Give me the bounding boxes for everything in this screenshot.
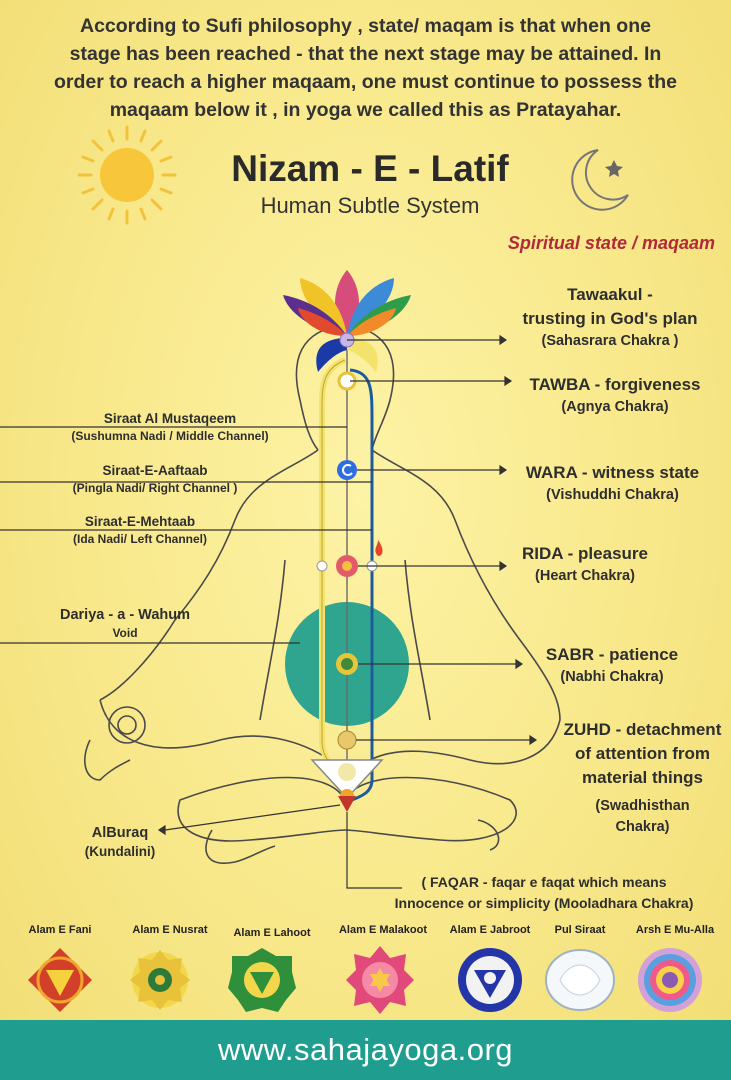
website-footer: www.sahajayoga.org xyxy=(0,1020,731,1080)
state-name: Tawaakul - xyxy=(567,285,653,304)
state-chakra: (Nabhi Chakra) xyxy=(560,669,664,685)
state-wara: WARA - witness state (Vishuddhi Chakra) xyxy=(505,461,720,506)
alam-label: Pul Siraat xyxy=(554,924,606,936)
state-detail: trusting in God's plan xyxy=(522,309,698,328)
sahasrara-lotus xyxy=(283,270,411,372)
channel-detail: (Ida Nadi/ Left Channel) xyxy=(72,532,207,546)
state-name: SABR - patience xyxy=(545,645,679,664)
state-faqar: ( FAQAR - faqar e faqat which means Inno… xyxy=(368,872,720,914)
kundalini-detail: (Kundalini) xyxy=(84,844,156,859)
alam-label: Alam E Nusrat xyxy=(132,924,208,936)
void-name: Dariya - a - Wahum xyxy=(60,607,190,623)
agnya-icon xyxy=(545,949,615,1011)
state-chakra-1: (Swadhisthan xyxy=(595,798,690,814)
intro-line-2: stage has been reached - that the next s… xyxy=(69,43,662,65)
alam-label: Alam E Lahoot xyxy=(233,927,311,939)
vishuddhi-icon xyxy=(458,948,522,1012)
kundalini-name: AlBuraq xyxy=(91,825,149,841)
alam-label: Alam E Jabroot xyxy=(449,924,531,936)
state-name: WARA - witness state xyxy=(525,463,700,482)
state-name: RIDA - pleasure xyxy=(522,544,648,563)
state-chakra: (Heart Chakra) xyxy=(535,568,635,584)
void-detail: Void xyxy=(112,626,138,640)
website-link[interactable]: www.sahajayoga.org xyxy=(217,1032,514,1067)
channel-pointer-lines xyxy=(0,426,372,644)
page-title: Nizam - E - Latif xyxy=(231,148,509,189)
channel-detail: (Sushumna Nadi / Middle Channel) xyxy=(71,429,269,443)
alam-label: Arsh E Mu-Alla xyxy=(635,924,715,936)
void-label: Dariya - a - Wahum Void xyxy=(45,606,205,642)
subtle-system-diagram xyxy=(0,125,702,1014)
channel-name: Siraat-E-Aaftaab xyxy=(102,463,208,478)
state-chakra-2: Chakra) xyxy=(615,819,670,835)
state-chakra: Innocence or simplicity (Mooladhara Chak… xyxy=(394,895,694,911)
crescent-moon-icon xyxy=(571,149,629,211)
state-chakra: (Agnya Chakra) xyxy=(561,399,669,415)
intro-line-1: According to Sufi philosophy , state/ ma… xyxy=(80,15,651,37)
state-chakra: (Vishuddhi Chakra) xyxy=(546,487,679,503)
kundalini-label: AlBuraq (Kundalini) xyxy=(70,824,170,860)
channel-detail: (Pingla Nadi/ Right Channel ) xyxy=(72,481,238,495)
channel-name: Siraat-E-Mehtaab xyxy=(84,514,196,529)
state-name: ( FAQAR - faqar e faqat which means xyxy=(421,874,667,890)
sahasrara-icon xyxy=(638,948,702,1012)
page-subtitle: Human Subtle System xyxy=(260,193,480,218)
state-detail-2: material things xyxy=(582,768,703,787)
state-sabr: SABR - patience (Nabhi Chakra) xyxy=(527,643,697,688)
alam-label: Alam E Fani xyxy=(28,924,92,936)
state-zuhd: ZUHD - detachment of attention from mate… xyxy=(560,718,725,838)
nabhi-icon xyxy=(228,948,296,1012)
mooladhara-icon xyxy=(28,948,92,1012)
meditating-figure xyxy=(84,324,561,864)
intro-text: According to Sufi philosophy , state/ ma… xyxy=(18,12,713,124)
chakra-markers xyxy=(310,371,384,812)
channel-siraat-e-aaftaab: Siraat-E-Aaftaab (Pingla Nadi/ Right Cha… xyxy=(25,461,285,497)
state-tawba: TAWBA - forgiveness (Agnya Chakra) xyxy=(510,373,720,418)
state-detail-1: of attention from xyxy=(574,744,711,763)
channel-name: Siraat Al Mustaqeem xyxy=(103,411,237,426)
spiritual-state-heading: Spiritual state / maqaam xyxy=(507,233,715,253)
state-name: TAWBA - forgiveness xyxy=(529,375,701,394)
state-pointer-lines xyxy=(157,334,538,889)
state-rida: RIDA - pleasure (Heart Chakra) xyxy=(500,542,670,587)
sun-icon xyxy=(77,125,177,225)
intro-line-4: maqaam below it , in yoga we called this… xyxy=(109,99,622,121)
state-tawaakul: Tawaakul - trusting in God's plan (Sahas… xyxy=(505,283,715,352)
state-chakra: (Sahasrara Chakra ) xyxy=(541,333,679,349)
swadhisthan-icon xyxy=(130,950,190,1010)
heart-chakra-icon xyxy=(346,946,414,1014)
channel-siraat-al-mustaqeem: Siraat Al Mustaqeem (Sushumna Nadi / Mid… xyxy=(40,409,300,445)
channel-siraat-e-mehtaab: Siraat-E-Mehtaab (Ida Nadi/ Left Channel… xyxy=(20,512,260,548)
state-name: ZUHD - detachment xyxy=(563,720,722,739)
alam-label: Alam E Malakoot xyxy=(338,924,428,936)
intro-line-3: order to reach a higher maqaam, one must… xyxy=(53,71,678,93)
